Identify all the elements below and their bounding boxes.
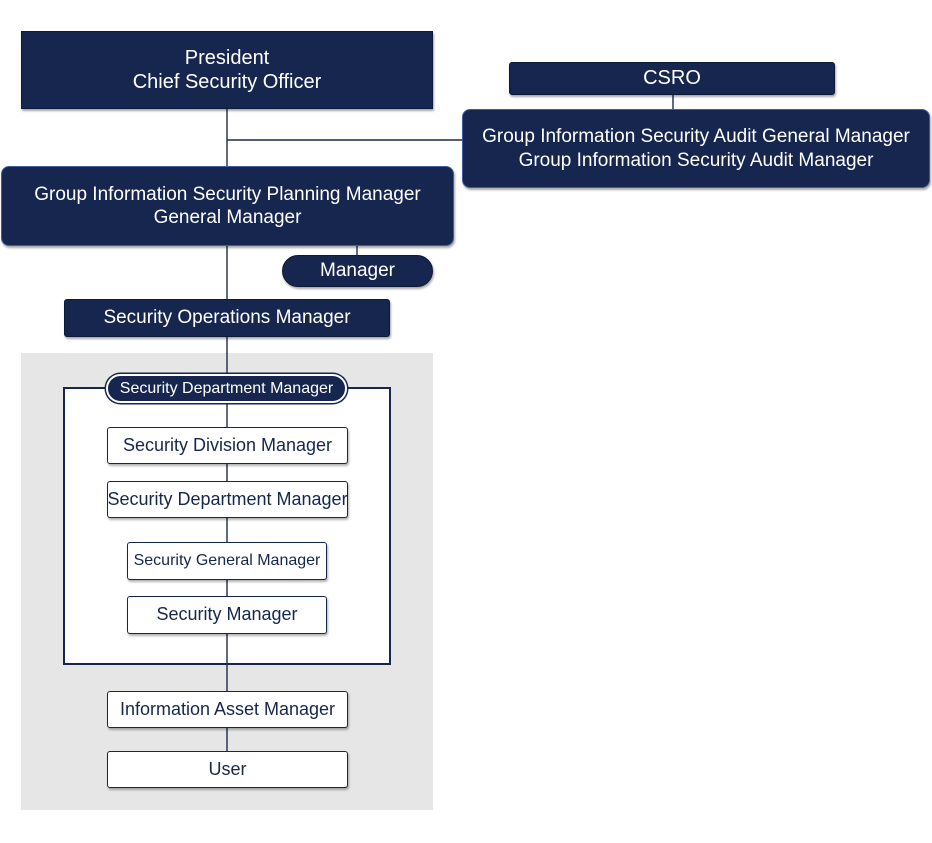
chief-security-officer-title: Chief Security Officer bbox=[132, 71, 322, 93]
security-manager-label: Security Manager bbox=[156, 604, 298, 625]
security-department-manager-head-node[interactable]: Security Department Manager bbox=[106, 374, 347, 403]
security-general-manager-label: Security General Manager bbox=[133, 552, 321, 570]
csro-label: CSRO bbox=[643, 67, 701, 90]
user-node[interactable]: User bbox=[107, 751, 348, 788]
manager-node[interactable]: Manager bbox=[282, 255, 433, 287]
general-manager-title: General Manager bbox=[153, 207, 302, 228]
security-department-manager-head-label: Security Department Manager bbox=[119, 379, 334, 397]
audit-manager-node[interactable]: Group Information Security Audit General… bbox=[462, 109, 930, 188]
security-manager-node[interactable]: Security Manager bbox=[127, 596, 327, 634]
president-title: President bbox=[184, 46, 270, 69]
security-division-manager-label: Security Division Manager bbox=[122, 434, 333, 455]
security-department-manager-node[interactable]: Security Department Manager bbox=[107, 481, 348, 518]
security-operations-manager-node[interactable]: Security Operations Manager bbox=[64, 299, 390, 337]
planning-manager-node[interactable]: Group Information Security Planning Mana… bbox=[1, 166, 454, 246]
security-general-manager-node[interactable]: Security General Manager bbox=[127, 542, 327, 580]
planning-manager-title: Group Information Security Planning Mana… bbox=[34, 183, 421, 205]
information-asset-manager-node[interactable]: Information Asset Manager bbox=[107, 691, 348, 728]
csro-node[interactable]: CSRO bbox=[509, 62, 835, 95]
audit-manager-title: Group Information Security Audit Manager bbox=[518, 149, 874, 171]
security-operations-manager-label: Security Operations Manager bbox=[103, 307, 351, 329]
manager-label: Manager bbox=[320, 260, 395, 282]
security-department-manager-label: Security Department Manager bbox=[107, 488, 348, 509]
audit-general-manager-title: Group Information Security Audit General… bbox=[482, 126, 910, 148]
information-asset-manager-label: Information Asset Manager bbox=[119, 698, 336, 719]
user-label: User bbox=[208, 758, 247, 779]
security-division-manager-node[interactable]: Security Division Manager bbox=[107, 427, 348, 464]
president-node[interactable]: President Chief Security Officer bbox=[21, 31, 433, 109]
